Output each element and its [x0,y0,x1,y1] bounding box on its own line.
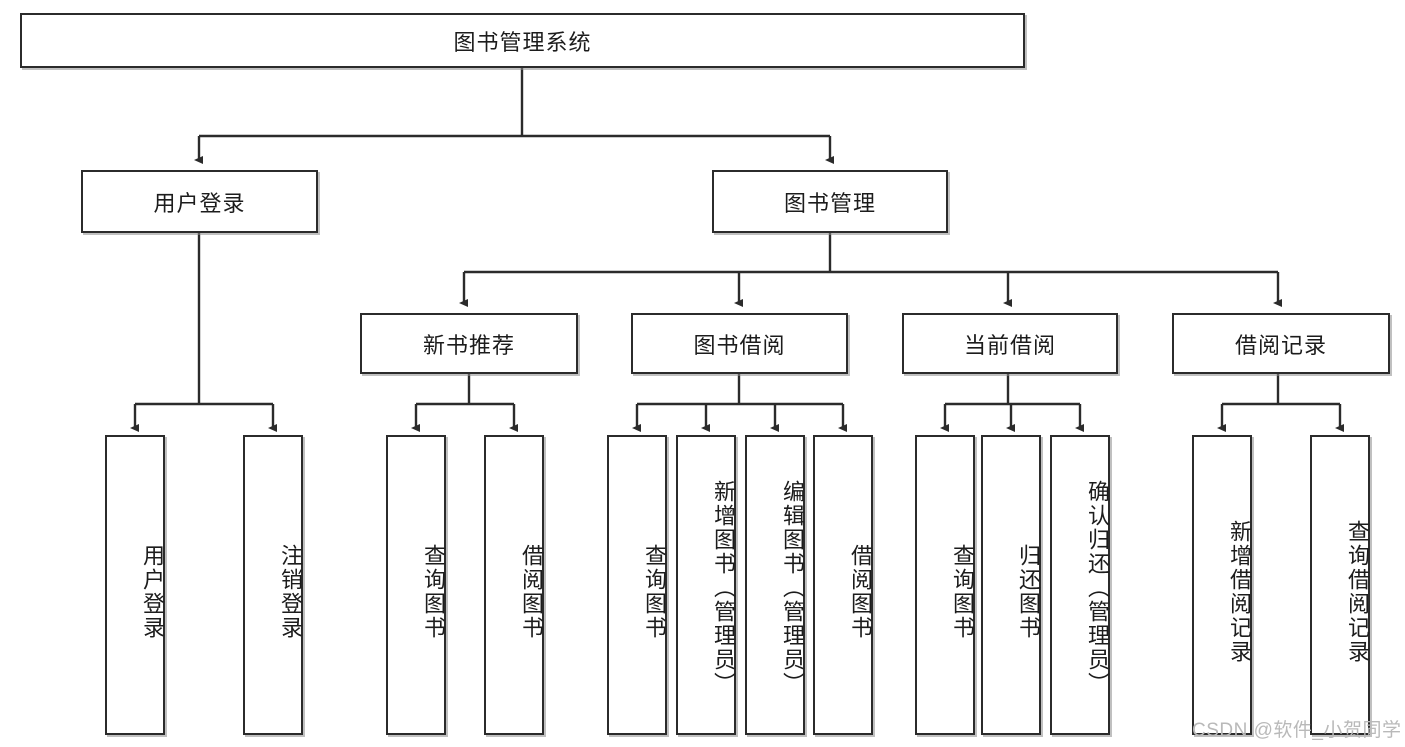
node-book-borrow[interactable]: 图书借阅 [631,313,848,374]
node-leaf-confirm-return-admin-label: 确认归还（管理员） [1085,480,1110,696]
node-leaf-query-book-recommend-label: 查询图书 [421,544,446,640]
node-leaf-query-book[interactable]: 查询图书 [607,435,667,735]
node-book-borrow-label: 图书借阅 [693,332,786,358]
node-leaf-user-login-label: 用户登录 [140,544,165,640]
node-leaf-query-borrow-record[interactable]: 查询借阅记录 [1310,435,1370,735]
node-leaf-return-book[interactable]: 归还图书 [981,435,1041,735]
node-borrow-records[interactable]: 借阅记录 [1172,313,1390,374]
node-root-label: 图书管理系统 [453,29,592,55]
node-current-borrow-label: 当前借阅 [963,332,1056,358]
node-book-management-label: 图书管理 [783,190,876,216]
node-leaf-borrow-book-recommend[interactable]: 借阅图书 [484,435,544,735]
node-leaf-return-book-label: 归还图书 [1016,544,1041,640]
node-leaf-query-borrow-record-label: 查询借阅记录 [1345,520,1370,664]
node-leaf-add-book-admin-label: 新增图书（管理员） [711,480,736,696]
node-leaf-edit-book-admin-label: 编辑图书（管理员） [780,480,805,696]
node-leaf-user-login[interactable]: 用户登录 [105,435,165,735]
node-leaf-borrow-book[interactable]: 借阅图书 [813,435,873,735]
node-leaf-logout-label: 注销登录 [278,544,303,640]
node-leaf-confirm-return-admin[interactable]: 确认归还（管理员） [1050,435,1110,735]
node-new-book-recommend[interactable]: 新书推荐 [360,313,578,374]
node-leaf-query-book-recommend[interactable]: 查询图书 [386,435,446,735]
node-book-management[interactable]: 图书管理 [712,170,948,233]
node-user-login-label: 用户登录 [153,190,246,216]
node-leaf-borrow-book-label: 借阅图书 [848,544,873,640]
node-leaf-query-book-current-label: 查询图书 [950,544,975,640]
node-leaf-query-book-label: 查询图书 [642,544,667,640]
node-root-system[interactable]: 图书管理系统 [20,13,1025,68]
node-leaf-edit-book-admin[interactable]: 编辑图书（管理员） [745,435,805,735]
node-user-login[interactable]: 用户登录 [81,170,318,233]
node-current-borrow[interactable]: 当前借阅 [902,313,1118,374]
node-leaf-query-book-current[interactable]: 查询图书 [915,435,975,735]
node-leaf-add-borrow-record-label: 新增借阅记录 [1227,520,1252,664]
node-leaf-add-borrow-record[interactable]: 新增借阅记录 [1192,435,1252,735]
node-new-book-recommend-label: 新书推荐 [422,332,515,358]
csdn-watermark: CSDN @软件_小贺同学 [1192,720,1402,741]
node-leaf-borrow-book-recommend-label: 借阅图书 [519,544,544,640]
node-leaf-logout[interactable]: 注销登录 [243,435,303,735]
node-leaf-add-book-admin[interactable]: 新增图书（管理员） [676,435,736,735]
node-borrow-records-label: 借阅记录 [1234,332,1327,358]
